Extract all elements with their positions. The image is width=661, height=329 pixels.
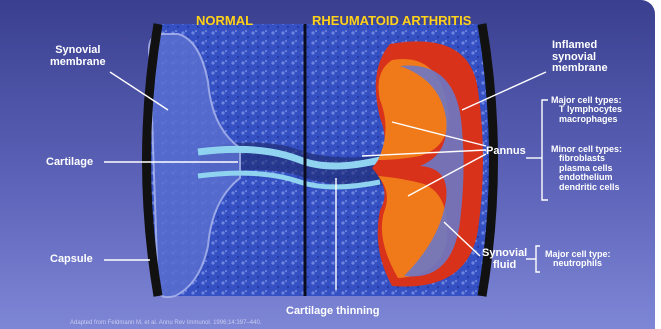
label-cartilage-thinning: Cartilage thinning [286,306,380,318]
heading-normal: NORMAL [196,14,253,28]
minor-cell-types: Minor cell types: fibroblasts plasma cel… [551,145,622,192]
fluid-major-item: neutrophils [545,259,611,268]
minor-cell-type-item: dendritic cells [551,183,622,192]
major-cell-types: Major cell types: T lymphocytes macropha… [551,96,622,124]
bracket-cell-types [542,100,548,200]
label-synovial-membrane-line-1: Synovial [50,45,106,57]
label-pannus: Pannus [486,146,526,158]
fluid-major-cell-type: Major cell type: neutrophils [545,250,611,269]
label-capsule: Capsule [50,254,93,266]
bracket-fluid-cells [536,246,540,272]
label-cartilage: Cartilage [46,157,93,169]
citation: Adapted from Feldmann M, et al. Annu Rev… [70,320,261,326]
label-inflamed-membrane: Inflamed synovial membrane [552,40,608,75]
label-synovial-membrane: Synovial membrane [50,45,106,68]
heading-ra: RHEUMATOID ARTHRITIS [312,14,471,28]
label-inflamed-line-1: Inflamed [552,40,608,52]
label-inflamed-line-3: membrane [552,63,608,75]
label-synovial-fluid: Synovial fluid [482,248,527,271]
major-cell-type-item: macrophages [551,115,622,124]
label-synovial-membrane-line-2: membrane [50,57,106,69]
label-synovial-fluid-line-2: fluid [482,260,527,272]
label-synovial-fluid-line-1: Synovial [482,248,527,260]
